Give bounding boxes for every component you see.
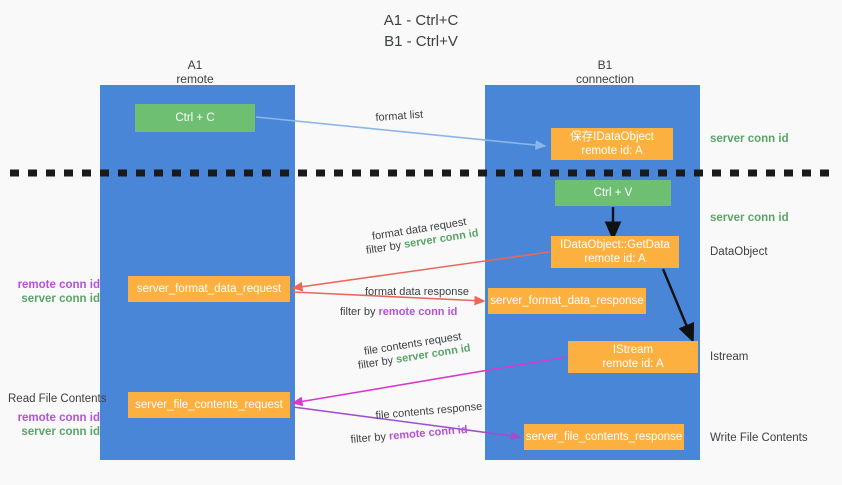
label-format-list: format list	[375, 108, 424, 124]
label-istream: Istream	[710, 351, 749, 363]
box-ctrl-v[interactable]: Ctrl + V	[555, 180, 671, 206]
box-idataobject-getdata[interactable]: IDataObject::GetData remote id: A	[551, 236, 679, 268]
box-getdata-line2: remote id: A	[584, 253, 646, 265]
label-dataobject: DataObject	[710, 246, 768, 258]
filter-prefix: filter by	[357, 353, 398, 372]
box-server-file-contents-response[interactable]: server_file_contents_response	[524, 424, 684, 450]
box-server-format-data-request[interactable]: server_format_data_request	[128, 276, 290, 302]
column-a1-subtitle: remote	[176, 72, 214, 86]
column-header-b1: B1 connection	[530, 58, 680, 86]
column-b1-name: B1	[597, 58, 613, 72]
title-line-2: B1 - Ctrl+V	[384, 33, 458, 50]
column-header-a1: A1 remote	[120, 58, 270, 86]
label-format-data-response: format data response	[365, 286, 469, 298]
filter-prefix: filter by	[350, 430, 390, 446]
label-remote-conn-id-mid: remote conn id	[17, 279, 100, 291]
label-format-data-response-filter: filter by remote conn id	[340, 305, 457, 319]
column-b1-subtitle: connection	[575, 72, 635, 86]
box-getdata-line1: IDataObject::GetData	[560, 239, 670, 251]
filter-prefix: filter by	[340, 306, 379, 318]
box-save-idataobject-line1: 保存IDataObject	[570, 131, 654, 143]
box-server-format-data-response-label: server_format_data_response	[490, 295, 644, 307]
filter-value-remote-conn-id: remote conn id	[388, 423, 469, 443]
filter-prefix: filter by	[365, 238, 406, 257]
label-server-conn-id-top: server conn id	[710, 133, 789, 145]
label-conn-ids-lower: remote conn id server conn id	[10, 411, 100, 439]
label-server-conn-id-mid: server conn id	[21, 293, 100, 305]
box-ctrl-c-label: Ctrl + C	[175, 112, 215, 124]
box-server-format-data-request-label: server_format_data_request	[136, 283, 282, 295]
box-ctrl-c[interactable]: Ctrl + C	[135, 104, 255, 132]
label-file-contents-response: file contents response	[375, 400, 483, 422]
label-server-conn-id-second: server conn id	[710, 212, 789, 224]
box-ctrl-v-label: Ctrl + V	[593, 187, 633, 199]
box-istream-line1: IStream	[612, 344, 654, 356]
column-a1-name: A1	[187, 58, 203, 72]
label-server-conn-id-low: server conn id	[21, 426, 100, 438]
label-write-file-contents: Write File Contents	[710, 432, 808, 444]
box-server-file-contents-request[interactable]: server_file_contents_request	[128, 392, 290, 418]
title-line-1: A1 - Ctrl+C	[383, 12, 459, 29]
box-server-file-contents-response-label: server_file_contents_response	[525, 431, 683, 443]
diagram-title: A1 - Ctrl+C B1 - Ctrl+V	[0, 10, 842, 52]
box-save-idataobject-line2: remote id: A	[581, 145, 643, 157]
label-remote-conn-id-low: remote conn id	[17, 412, 100, 424]
filter-value-remote-conn-id: remote conn id	[378, 306, 458, 318]
box-server-file-contents-request-label: server_file_contents_request	[135, 399, 283, 411]
box-istream[interactable]: IStream remote id: A	[568, 341, 698, 373]
box-save-idataobject[interactable]: 保存IDataObject remote id: A	[551, 128, 673, 160]
box-istream-line2: remote id: A	[602, 358, 664, 370]
box-server-format-data-response[interactable]: server_format_data_response	[488, 288, 646, 314]
label-file-contents-response-filter: filter by remote conn id	[350, 423, 468, 447]
label-read-file-contents: Read File Contents	[8, 393, 107, 405]
label-conn-ids-middle: remote conn id server conn id	[10, 278, 100, 306]
